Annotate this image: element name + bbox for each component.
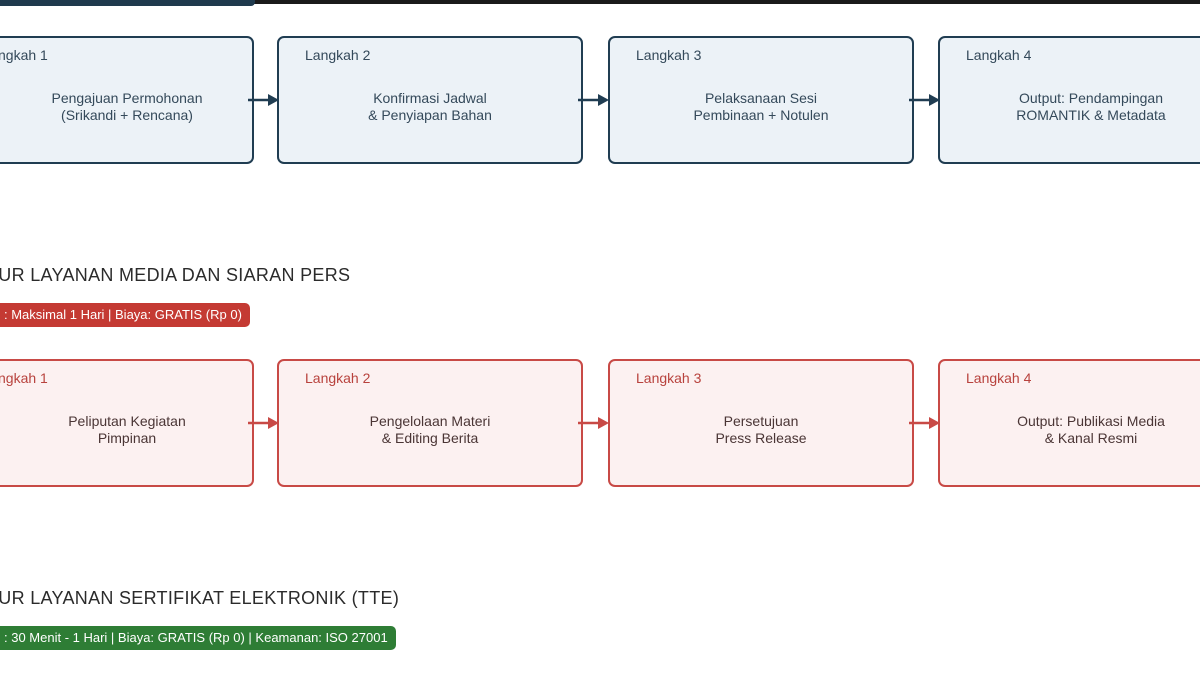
flow-2-step-1: ngkah 1 Peliputan Kegiatan Pimpinan — [0, 359, 254, 487]
step-text: Konfirmasi Jadwal & Penyiapan Bahan — [279, 90, 581, 124]
step-label: Langkah 2 — [305, 370, 371, 386]
flow-2-steps: ngkah 1 Peliputan Kegiatan Pimpinan Lang… — [0, 359, 1200, 489]
step-text: Output: Publikasi Media & Kanal Resmi — [940, 413, 1200, 447]
step-text-line: Output: Pendampingan — [1019, 90, 1163, 106]
step-text-line: Output: Publikasi Media — [1017, 413, 1165, 429]
flow-1-step-3: Langkah 3 Pelaksanaan Sesi Pembinaan + N… — [608, 36, 914, 164]
flow-2-badge: : Maksimal 1 Hari | Biaya: GRATIS (Rp 0) — [0, 303, 250, 327]
flow-1-step-4: Langkah 4 Output: Pendampingan ROMANTIK … — [938, 36, 1200, 164]
flow-3-title: LUR LAYANAN SERTIFIKAT ELEKTRONIK (TTE) — [0, 588, 400, 608]
arrow-right-icon — [909, 94, 940, 106]
step-label: Langkah 4 — [966, 47, 1032, 63]
step-label: ngkah 1 — [0, 47, 48, 63]
arrow-right-icon — [248, 417, 279, 429]
step-text: Output: Pendampingan ROMANTIK & Metadata — [940, 90, 1200, 124]
flow-1-step-2: Langkah 2 Konfirmasi Jadwal & Penyiapan … — [277, 36, 583, 164]
arrow-right-icon — [909, 417, 940, 429]
step-text-line: Konfirmasi Jadwal — [373, 90, 487, 106]
flow-2-step-4: Langkah 4 Output: Publikasi Media & Kana… — [938, 359, 1200, 487]
flow-3-badge: : 30 Menit - 1 Hari | Biaya: GRATIS (Rp … — [0, 626, 396, 650]
step-text-line: Persetujuan — [723, 413, 799, 429]
step-text: Persetujuan Press Release — [610, 413, 912, 447]
step-label: Langkah 3 — [636, 370, 702, 386]
step-label: Langkah 2 — [305, 47, 371, 63]
step-label: ngkah 1 — [0, 370, 48, 386]
step-text: Pelaksanaan Sesi Pembinaan + Notulen — [610, 90, 912, 124]
step-text-line: Pengelolaan Materi — [369, 413, 491, 429]
top-divider-accent — [0, 0, 255, 6]
flow-2-step-3: Langkah 3 Persetujuan Press Release — [608, 359, 914, 487]
arrow-right-icon — [248, 94, 279, 106]
top-divider — [0, 0, 1200, 4]
step-text-line: Pimpinan — [97, 430, 157, 446]
step-text: Peliputan Kegiatan Pimpinan — [2, 413, 252, 447]
step-label: Langkah 3 — [636, 47, 702, 63]
step-text-line: (Srikandi + Rencana) — [61, 107, 193, 123]
step-text-line: Press Release — [715, 430, 807, 446]
step-text: Pengelolaan Materi & Editing Berita — [279, 413, 581, 447]
flow-1-step-1: ngkah 1 Pengajuan Permohonan (Srikandi +… — [0, 36, 254, 164]
step-text-line: Pembinaan + Notulen — [693, 107, 829, 123]
flow-2-title: LUR LAYANAN MEDIA DAN SIARAN PERS — [0, 265, 351, 285]
step-text-line: Pelaksanaan Sesi — [704, 90, 818, 106]
arrow-right-icon — [578, 94, 609, 106]
step-text-line: & Penyiapan Bahan — [368, 107, 492, 123]
flow-1-steps: ngkah 1 Pengajuan Permohonan (Srikandi +… — [0, 36, 1200, 166]
step-text-line: ROMANTIK & Metadata — [1016, 107, 1166, 123]
step-text-line: Peliputan Kegiatan — [68, 413, 186, 429]
step-text: Pengajuan Permohonan (Srikandi + Rencana… — [2, 90, 252, 124]
step-label: Langkah 4 — [966, 370, 1032, 386]
step-text-line: & Editing Berita — [381, 430, 479, 446]
flow-2-step-2: Langkah 2 Pengelolaan Materi & Editing B… — [277, 359, 583, 487]
arrow-right-icon — [578, 417, 609, 429]
step-text-line: & Kanal Resmi — [1044, 430, 1138, 446]
step-text-line: Pengajuan Permohonan — [51, 90, 203, 106]
